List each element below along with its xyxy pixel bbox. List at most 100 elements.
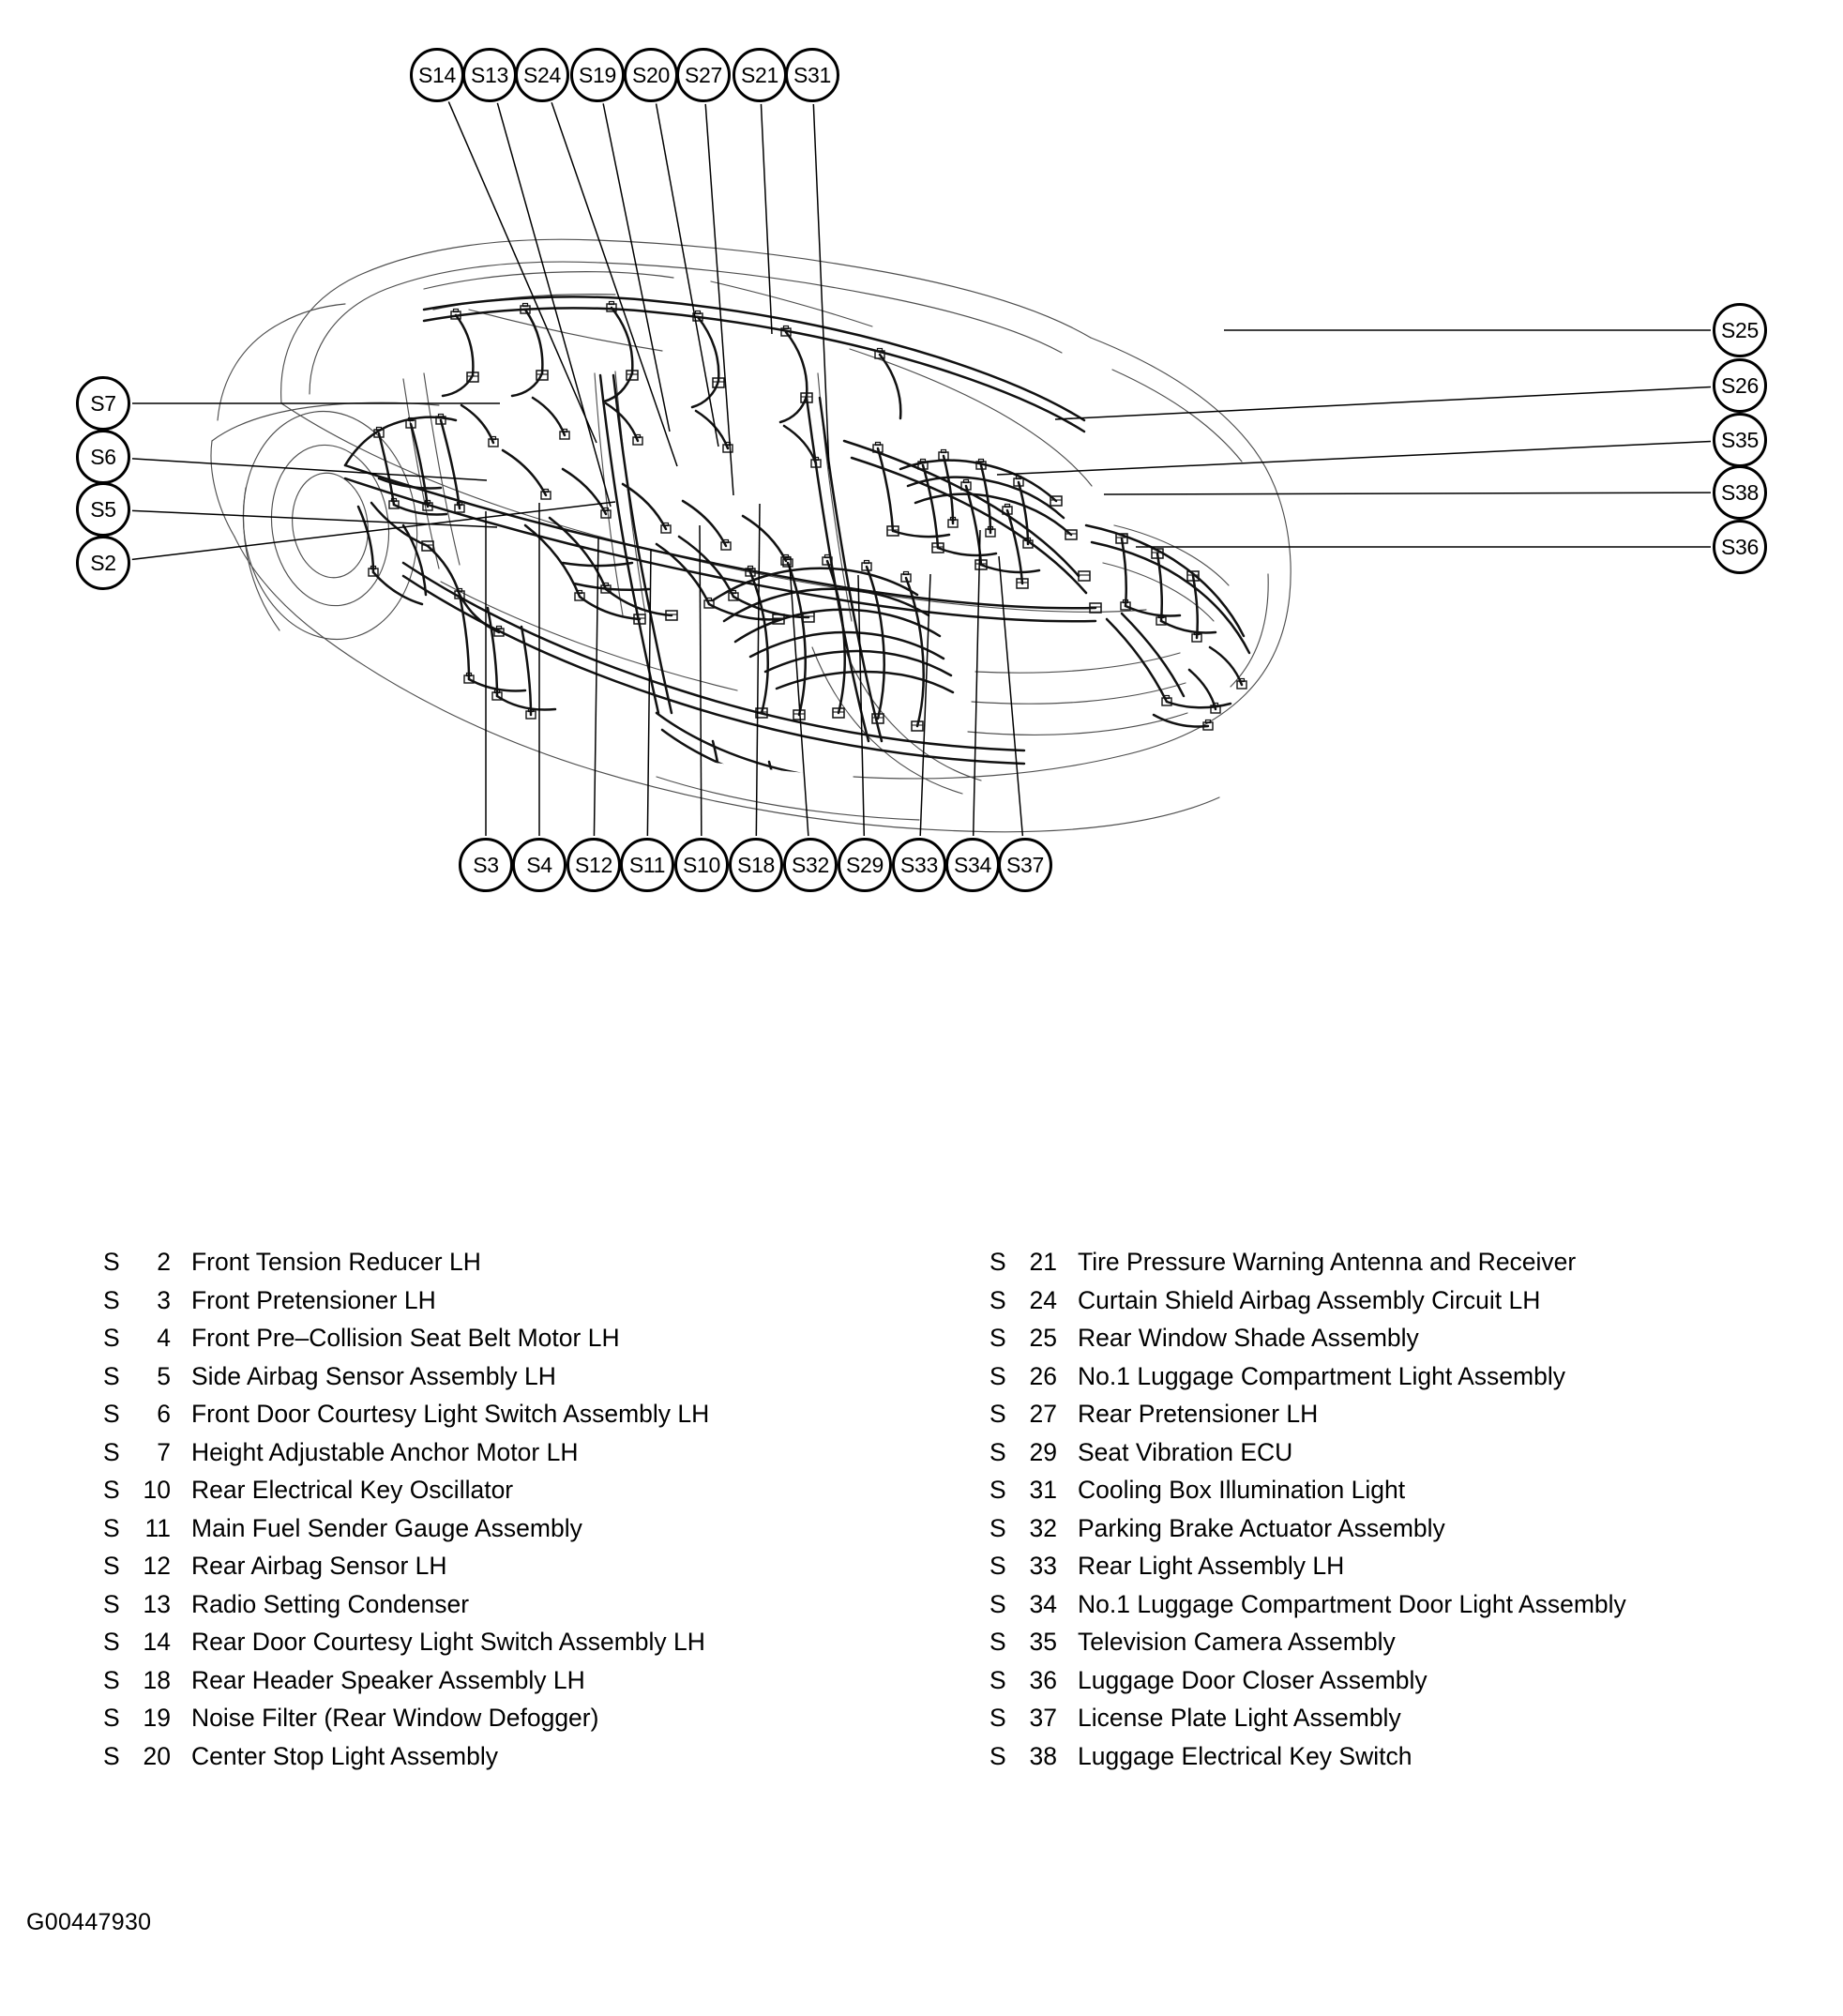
callout-label: S32: [791, 852, 830, 877]
callout-s25[interactable]: S25: [1713, 303, 1767, 357]
callout-s29[interactable]: S29: [838, 838, 892, 892]
leader-line-s11: [646, 548, 652, 837]
legend-code-letter: S: [989, 1324, 1006, 1352]
legend-code-letter: S: [103, 1248, 120, 1276]
legend-code: S 12: [103, 1552, 171, 1581]
callout-s13[interactable]: S13: [462, 48, 517, 102]
leader-line-s21: [760, 103, 773, 335]
callout-label: S24: [522, 62, 562, 87]
callout-label: S26: [1720, 372, 1760, 398]
callout-s19[interactable]: S19: [570, 48, 625, 102]
leader-line-s24: [551, 102, 678, 467]
callout-s34[interactable]: S34: [945, 838, 1000, 892]
callout-s18[interactable]: S18: [729, 838, 783, 892]
legend-code-number: 18: [143, 1665, 171, 1694]
callout-s10[interactable]: S10: [674, 838, 729, 892]
legend-label: Tire Pressure Warning Antenna and Receiv…: [1078, 1248, 1577, 1276]
callout-s35[interactable]: S35: [1713, 413, 1767, 467]
callout-s33[interactable]: S33: [892, 838, 946, 892]
callout-s5[interactable]: S5: [76, 482, 130, 537]
callout-s2[interactable]: S2: [76, 536, 130, 590]
legend-code-number: 6: [157, 1400, 171, 1428]
figure-id-code: G00447930: [26, 1909, 152, 1935]
legend-code-letter: S: [103, 1552, 120, 1580]
leader-line-s13: [496, 102, 612, 508]
callout-label: S10: [682, 852, 721, 877]
callout-label: S36: [1720, 534, 1760, 559]
callout-label: S11: [628, 852, 666, 877]
legend-code-number: 38: [1029, 1741, 1057, 1770]
legend-code-letter: S: [989, 1248, 1006, 1276]
callout-s37[interactable]: S37: [998, 838, 1052, 892]
callout-s27[interactable]: S27: [676, 48, 731, 102]
callout-s21[interactable]: S21: [733, 48, 787, 102]
legend-code-number: 12: [143, 1552, 171, 1580]
callout-s26[interactable]: S26: [1713, 358, 1767, 413]
callout-label: S2: [90, 550, 116, 575]
legend-label: Side Airbag Sensor Assembly LH: [191, 1361, 556, 1390]
leader-line-s2: [131, 501, 616, 561]
callout-label: S31: [793, 62, 832, 87]
legend-code-number: 2: [157, 1248, 171, 1276]
callout-s12[interactable]: S12: [566, 838, 621, 892]
legend-code-number: 27: [1029, 1400, 1057, 1428]
legend-code-number: 3: [157, 1285, 171, 1314]
legend-code-letter: S: [103, 1665, 120, 1694]
callout-s20[interactable]: S20: [624, 48, 678, 102]
callout-label: S21: [740, 62, 779, 87]
callout-s7[interactable]: S7: [76, 376, 130, 431]
callout-s6[interactable]: S6: [76, 430, 130, 484]
callout-s38[interactable]: S38: [1713, 465, 1767, 520]
callout-label: S37: [1005, 852, 1045, 877]
callout-s24[interactable]: S24: [515, 48, 569, 102]
leader-line-s27: [704, 103, 734, 496]
callout-label: S4: [526, 852, 552, 877]
leader-line-s20: [655, 103, 719, 447]
legend-code-number: 32: [1029, 1513, 1057, 1542]
legend-label: Center Stop Light Assembly: [191, 1741, 499, 1770]
legend-code-letter: S: [103, 1704, 120, 1732]
callout-s36[interactable]: S36: [1713, 520, 1767, 574]
leader-line-s18: [755, 503, 761, 837]
legend-code-number: 36: [1029, 1665, 1057, 1694]
callout-label: S7: [90, 390, 116, 416]
callout-label: S5: [90, 496, 116, 522]
legend-code-letter: S: [989, 1704, 1006, 1732]
callout-label: S20: [631, 62, 671, 87]
callout-s3[interactable]: S3: [459, 838, 513, 892]
callout-s11[interactable]: S11: [620, 838, 674, 892]
vehicle-harness-illustration: [131, 101, 1712, 837]
callout-s32[interactable]: S32: [783, 838, 838, 892]
leader-line-s37: [998, 555, 1024, 837]
legend-code-number: 10: [143, 1476, 171, 1504]
callout-label: S34: [953, 852, 992, 877]
legend-label: Luggage Electrical Key Switch: [1078, 1741, 1412, 1770]
legend-label: Front Tension Reducer LH: [191, 1248, 481, 1276]
legend-label: Parking Brake Actuator Assembly: [1078, 1513, 1445, 1542]
callout-s31[interactable]: S31: [785, 48, 839, 102]
legend-code-letter: S: [103, 1285, 120, 1314]
legend-code-letter: S: [989, 1476, 1006, 1504]
vehicle-body-outline: [210, 238, 1292, 833]
callout-s4[interactable]: S4: [512, 838, 566, 892]
legend-label: Height Adjustable Anchor Motor LH: [191, 1437, 579, 1466]
callout-s14[interactable]: S14: [410, 48, 464, 102]
